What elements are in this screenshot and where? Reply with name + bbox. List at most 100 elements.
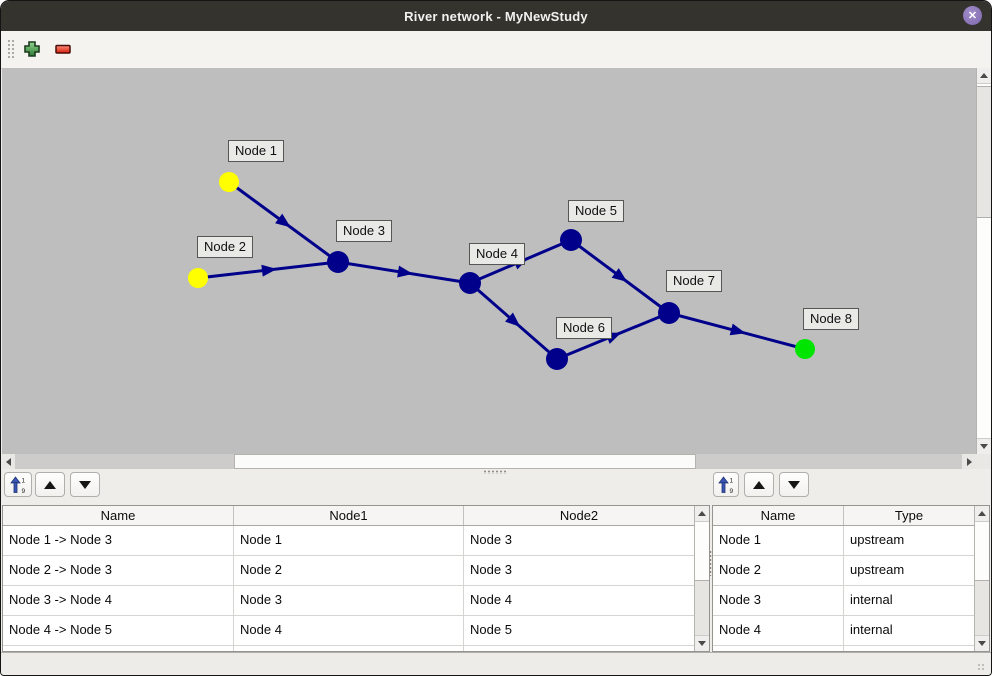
column-header[interactable]: Node2 xyxy=(559,508,599,523)
node-circle[interactable] xyxy=(795,339,815,359)
table-cell[interactable]: Node 3 xyxy=(713,586,844,615)
toolbar-grip-handle[interactable] xyxy=(7,39,15,60)
scroll-up-button[interactable] xyxy=(975,506,989,522)
reaches-move-up-button[interactable] xyxy=(35,472,65,497)
column-header[interactable]: Name xyxy=(713,506,844,525)
table-cell[interactable]: Node 4 -> Node 5 xyxy=(3,616,234,645)
status-bar xyxy=(1,652,991,675)
table-cell[interactable]: Node 4 xyxy=(470,592,512,607)
scroll-up-button[interactable] xyxy=(977,68,991,84)
edge-arrow-icon xyxy=(261,264,277,277)
node-label[interactable]: Node 3 xyxy=(336,220,392,242)
remove-node-button[interactable] xyxy=(53,39,73,59)
node-circle[interactable] xyxy=(327,251,349,273)
table-cell[interactable]: upstream xyxy=(850,532,905,547)
node-label[interactable]: Node 5 xyxy=(568,200,624,222)
scroll-down-button[interactable] xyxy=(975,635,989,651)
move-down-icon xyxy=(79,480,91,489)
node-label[interactable]: Node 8 xyxy=(803,308,859,330)
table-row[interactable]: Node 1 upstream xyxy=(713,526,989,556)
vertical-splitter-handle[interactable] xyxy=(709,550,714,576)
scroll-up-button[interactable] xyxy=(695,506,709,522)
vertical-scroll-thumb[interactable] xyxy=(695,580,709,640)
table-row xyxy=(713,646,989,651)
table-cell[interactable]: Node 2 xyxy=(234,556,464,585)
svg-text:9: 9 xyxy=(21,488,25,494)
table-cell[interactable]: Node 3 xyxy=(234,586,464,615)
edge-arrow-icon xyxy=(729,323,746,336)
scroll-left-button[interactable] xyxy=(2,454,15,469)
node-label[interactable]: Node 6 xyxy=(556,317,612,339)
node-circle[interactable] xyxy=(188,268,208,288)
node-circle[interactable] xyxy=(658,302,680,324)
add-node-button[interactable] xyxy=(22,39,42,59)
network-canvas[interactable]: Node 1 Node 2 Node 3 Node 4 Node 5 Node 6 Node… xyxy=(2,68,976,454)
table-cell[interactable]: Node 1 -> Node 3 xyxy=(3,526,234,555)
node-circle[interactable] xyxy=(560,229,582,251)
node-label[interactable]: Node 1 xyxy=(228,140,284,162)
horizontal-scroll-thumb[interactable] xyxy=(234,454,696,469)
table-cell[interactable]: Node 2 -> Node 3 xyxy=(3,556,234,585)
node-circle[interactable] xyxy=(546,348,568,370)
sort-1-9-icon: 1 9 xyxy=(717,475,733,494)
nodes-move-down-button[interactable] xyxy=(779,472,809,497)
canvas-horizontal-scrollbar[interactable] xyxy=(2,454,976,469)
table-row[interactable]: Node 2 upstream xyxy=(713,556,989,586)
table-cell[interactable]: Node 5 xyxy=(470,622,512,637)
node-circle[interactable] xyxy=(219,172,239,192)
horizontal-splitter-handle[interactable] xyxy=(483,470,507,474)
table-cell[interactable] xyxy=(234,646,464,651)
table-row[interactable]: Node 3 internal xyxy=(713,586,989,616)
node-label[interactable]: Node 2 xyxy=(197,236,253,258)
reaches-move-down-button[interactable] xyxy=(70,472,100,497)
move-up-icon xyxy=(753,480,765,489)
svg-text:9: 9 xyxy=(729,488,733,494)
table-cell[interactable]: Node 4 xyxy=(713,616,844,645)
table-cell[interactable]: Node 4 xyxy=(234,616,464,645)
table-cell[interactable]: Node 3 -> Node 4 xyxy=(3,586,234,615)
close-button[interactable]: ✕ xyxy=(963,6,982,25)
scroll-right-button[interactable] xyxy=(962,454,976,469)
node-label[interactable]: Node 4 xyxy=(469,243,525,265)
column-header[interactable]: Type xyxy=(894,508,924,523)
column-header[interactable]: Name xyxy=(3,506,234,525)
nodes-sort-button[interactable]: 1 9 xyxy=(713,472,739,497)
table-cell[interactable]: Node 3 xyxy=(470,562,512,577)
reaches-sort-button[interactable]: 1 9 xyxy=(4,472,32,497)
table-row[interactable]: Node 4 internal xyxy=(713,616,989,646)
table-cell[interactable] xyxy=(713,646,844,651)
nodes-table-header: Name Type xyxy=(713,506,989,526)
table-cell[interactable] xyxy=(3,646,234,651)
node-circle[interactable] xyxy=(459,272,481,294)
resize-grip[interactable] xyxy=(977,663,986,672)
nodes-move-up-button[interactable] xyxy=(744,472,774,497)
vertical-scroll-thumb[interactable] xyxy=(977,86,991,218)
table-cell[interactable]: Node 1 xyxy=(234,526,464,555)
table-cell[interactable]: internal xyxy=(850,592,893,607)
nodes-table-scrollbar[interactable] xyxy=(974,506,989,651)
triangle-right-icon xyxy=(966,457,972,466)
table-cell[interactable]: Node 1 xyxy=(713,526,844,555)
close-icon: ✕ xyxy=(967,10,978,22)
scroll-down-button[interactable] xyxy=(977,438,991,454)
scroll-down-button[interactable] xyxy=(695,635,709,651)
table-cell[interactable]: internal xyxy=(850,622,893,637)
table-cell[interactable]: Node 2 xyxy=(713,556,844,585)
move-up-icon xyxy=(44,480,56,489)
canvas-vertical-scrollbar[interactable] xyxy=(976,68,991,454)
node-label[interactable]: Node 7 xyxy=(666,270,722,292)
reaches-table-scrollbar[interactable] xyxy=(694,506,709,651)
column-header[interactable]: Node1 xyxy=(234,506,464,525)
triangle-up-icon xyxy=(978,511,986,516)
triangle-down-icon xyxy=(698,641,706,646)
table-cell[interactable]: Node 3 xyxy=(470,532,512,547)
table-cell[interactable]: upstream xyxy=(850,562,905,577)
edge-arrow-icon xyxy=(505,312,521,327)
